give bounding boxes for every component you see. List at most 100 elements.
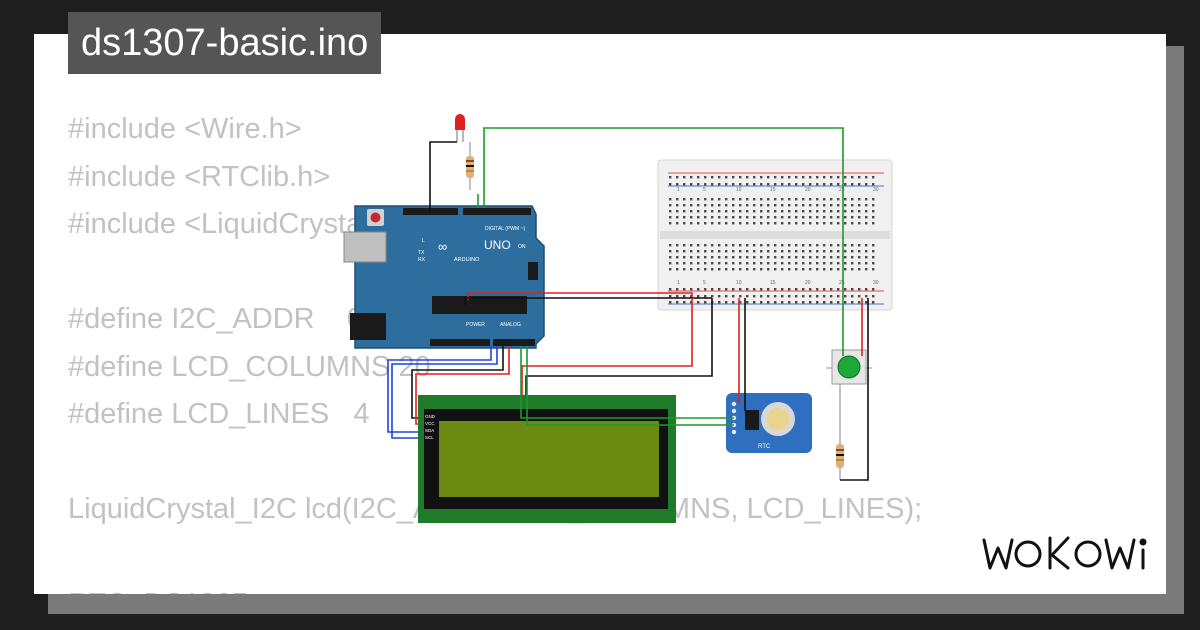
breadboard-hole [767,204,770,207]
breadboard-hole [774,250,777,253]
breadboard-hole [697,204,700,207]
breadboard-hole [690,176,693,179]
breadboard-hole [788,204,791,207]
breadboard-hole [746,183,749,186]
breadboard-hole [788,176,791,179]
breadboard-hole [704,288,707,291]
breadboard-hole [697,216,700,219]
breadboard-hole [851,268,854,271]
breadboard-hole [816,262,819,265]
l-label: L [422,238,425,244]
breadboard-hole [851,198,854,201]
breadboard-hole [809,268,812,271]
breadboard-hole [872,244,875,247]
rtc-chip [745,410,759,430]
sketch-filename-badge: ds1307-basic.ino [68,12,382,74]
breadboard-hole [676,216,679,219]
breadboard-hole [753,295,756,298]
breadboard-hole [851,301,854,304]
breadboard-hole [697,244,700,247]
breadboard-hole [676,268,679,271]
breadboard-hole [704,250,707,253]
breadboard-hole [746,301,749,304]
breadboard-hole [844,222,847,225]
breadboard-hole [704,198,707,201]
breadboard-hole [725,268,728,271]
breadboard-hole [767,244,770,247]
breadboard-hole [690,256,693,259]
breadboard-hole [711,268,714,271]
breadboard-hole [816,295,819,298]
column-label: 1 [677,280,680,286]
breadboard-hole [802,244,805,247]
breadboard-hole [823,183,826,186]
breadboard-hole [774,301,777,304]
breadboard-hole [858,198,861,201]
breadboard-hole [774,198,777,201]
breadboard-hole [718,222,721,225]
breadboard-hole [732,295,735,298]
breadboard-hole [837,222,840,225]
breadboard-hole [851,244,854,247]
code-line: RTC_DS1307 rtc; [68,581,922,594]
column-label: 5 [703,187,706,193]
breadboard-hole [802,216,805,219]
breadboard-hole [823,198,826,201]
column-label: 1 [677,187,680,193]
breadboard-hole [711,244,714,247]
breadboard-hole [697,268,700,271]
breadboard-hole [690,210,693,213]
breadboard-hole [676,204,679,207]
breadboard-hole [781,250,784,253]
breadboard-hole [718,183,721,186]
breadboard-hole [760,183,763,186]
breadboard-hole [823,256,826,259]
breadboard-hole [683,268,686,271]
breadboard-hole [746,198,749,201]
breadboard-hole [788,295,791,298]
tx-label: TX [418,250,425,256]
breadboard-hole [851,204,854,207]
breadboard-hole [830,204,833,207]
breadboard-hole [809,244,812,247]
breadboard-hole [781,256,784,259]
breadboard-hole [725,244,728,247]
breadboard-hole [809,198,812,201]
breadboard-hole [676,250,679,253]
breadboard-hole [760,176,763,179]
breadboard-hole [830,222,833,225]
code-line: #include <RTClib.h> [68,160,331,193]
breadboard-hole [851,256,854,259]
breadboard-hole [683,244,686,247]
breadboard-hole [844,301,847,304]
breadboard-hole [795,250,798,253]
breadboard-hole [697,222,700,225]
breadboard-hole [683,295,686,298]
breadboard-hole [697,250,700,253]
breadboard-hole [872,222,875,225]
breadboard-hole [690,222,693,225]
rtc-module: RTC DS1307 [726,393,812,457]
breadboard-hole [753,301,756,304]
breadboard-hole [788,183,791,186]
breadboard-hole [676,198,679,201]
lcd-pin-label: SDA [425,428,434,433]
breadboard-hole [788,250,791,253]
rx-label: RX [418,257,426,263]
breadboard-hole [858,268,861,271]
breadboard-hole [816,222,819,225]
breadboard-hole [788,256,791,259]
breadboard-hole [718,176,721,179]
column-label: 20 [805,280,811,286]
breadboard-hole [802,268,805,271]
breadboard-hole [676,256,679,259]
breadboard-hole [683,183,686,186]
breadboard-hole [851,250,854,253]
breadboard-hole [823,262,826,265]
breadboard-hole [753,256,756,259]
breadboard-hole [830,288,833,291]
breadboard-hole [739,301,742,304]
breadboard-hole [746,256,749,259]
breadboard-hole [711,210,714,213]
breadboard-hole [683,301,686,304]
